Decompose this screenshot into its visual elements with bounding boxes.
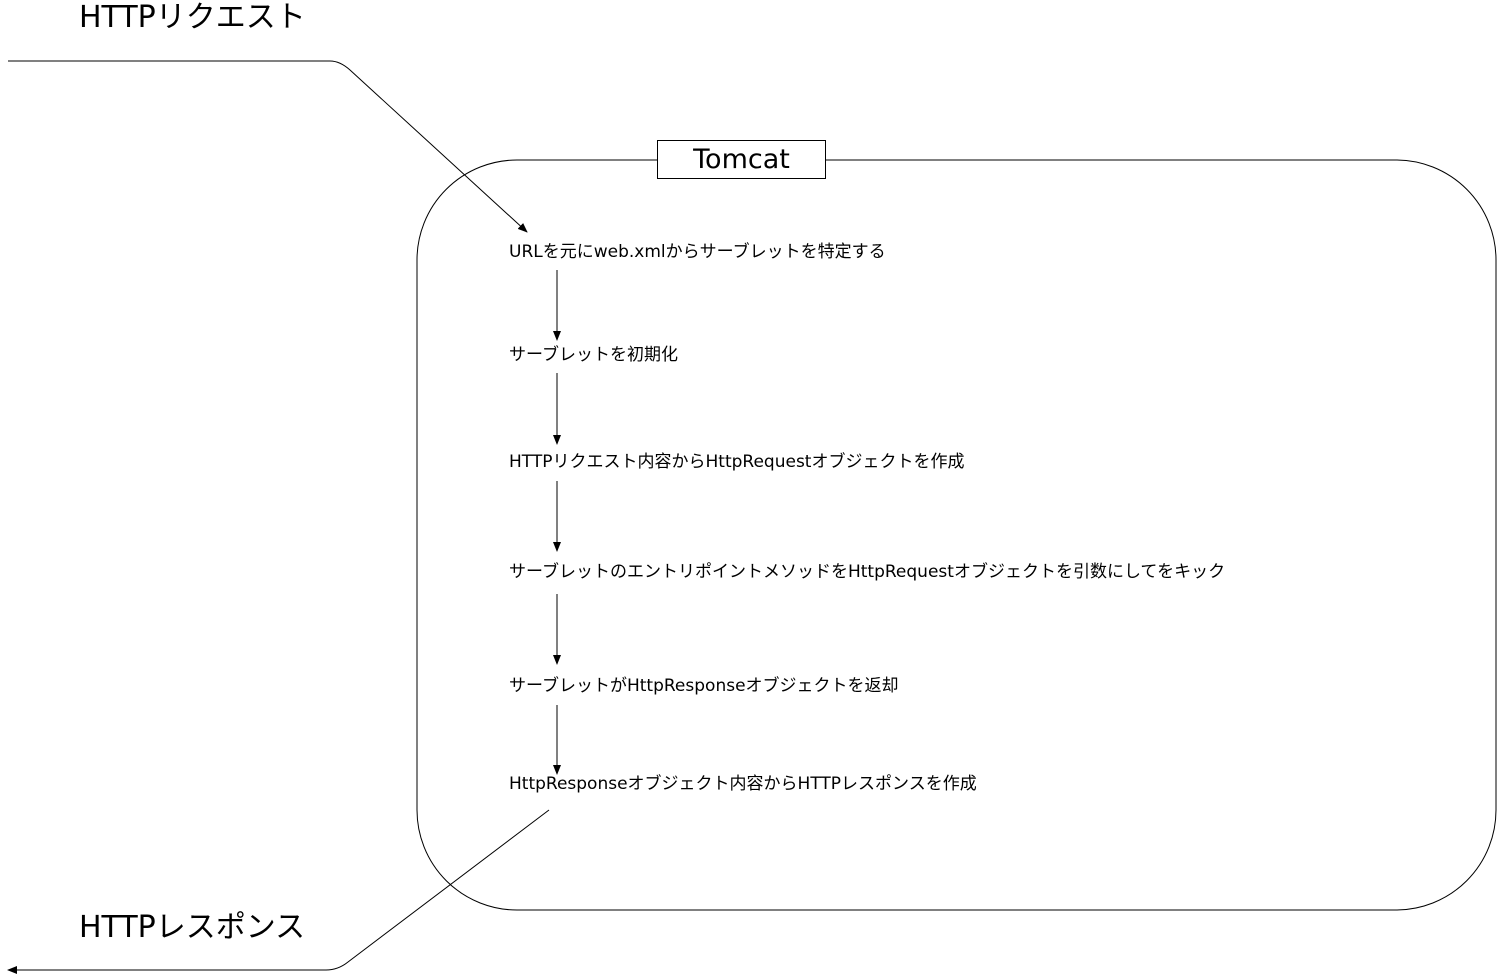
step-return-response-object: サーブレットがHttpResponseオブジェクトを返却 <box>509 676 899 696</box>
step-invoke-entry-point: サーブレットのエントリポイントメソッドをHttpRequestオブジェクトを引数… <box>509 562 1226 582</box>
step-identify-servlet: URLを元にweb.xmlからサーブレットを特定する <box>509 242 886 262</box>
step-init-servlet: サーブレットを初期化 <box>509 345 678 365</box>
step-create-request-object: HTTPリクエスト内容からHttpRequestオブジェクトを作成 <box>509 452 965 472</box>
request-arrow <box>8 60 528 233</box>
http-response-label: HTTPレスポンス <box>79 910 306 945</box>
tomcat-label-box: Tomcat <box>657 140 826 179</box>
step-create-http-response: HttpResponseオブジェクト内容からHTTPレスポンスを作成 <box>509 774 977 794</box>
tomcat-container <box>416 159 1497 911</box>
http-request-label: HTTPリクエスト <box>79 0 306 35</box>
response-arrow <box>7 809 550 974</box>
tomcat-label: Tomcat <box>693 144 790 175</box>
